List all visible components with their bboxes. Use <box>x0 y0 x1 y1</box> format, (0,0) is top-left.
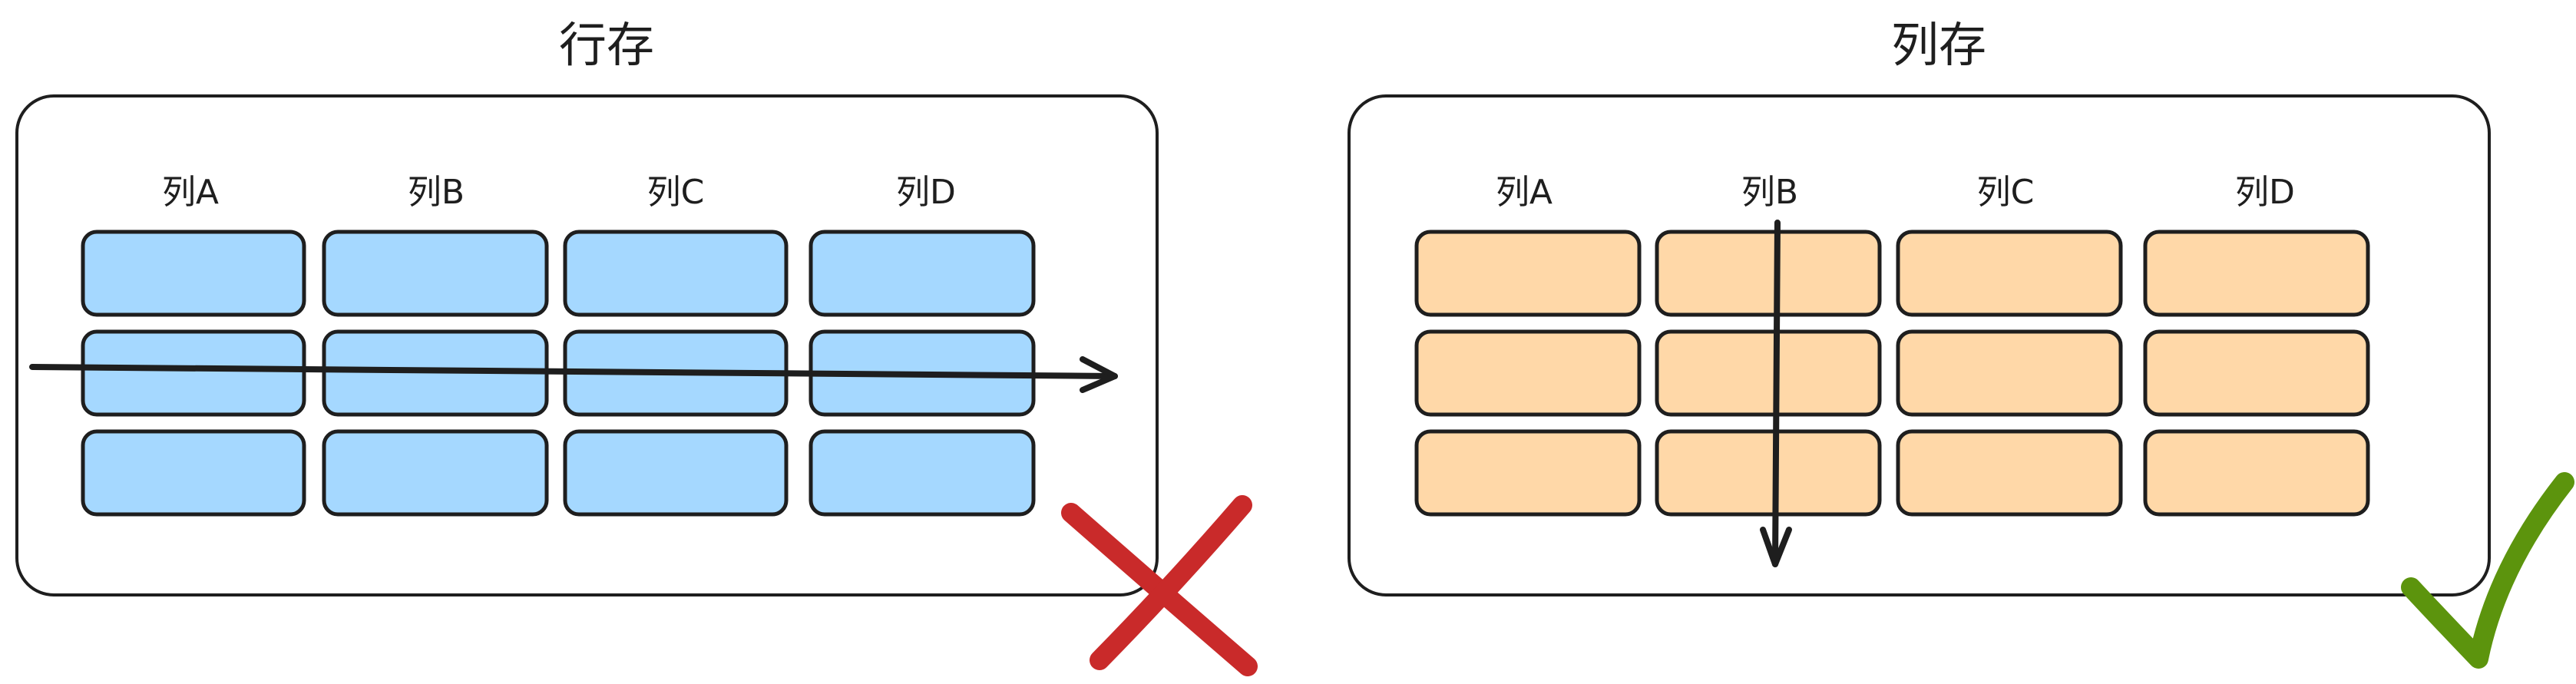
column-store-cell <box>1414 329 1642 417</box>
row-store-cell <box>809 429 1036 517</box>
column-store-header-a: 列A <box>1496 173 1553 212</box>
row-store-cell <box>322 230 549 317</box>
column-store-header-d: 列D <box>2235 173 2295 212</box>
row-store-header-d: 列D <box>896 173 956 212</box>
row-store-header-b: 列B <box>408 173 465 212</box>
column-store-title: 列存 <box>1891 17 1986 73</box>
column-scan-arrow <box>1760 220 1792 567</box>
column-store-cell <box>1414 429 1642 517</box>
column-store-header-c: 列C <box>1977 173 2035 212</box>
check-mark-icon <box>2401 472 2574 669</box>
cross-mark-icon <box>1061 495 1258 676</box>
column-store-cell <box>1655 429 1882 517</box>
row-store-header-a: 列A <box>162 173 219 212</box>
row-store-cell <box>563 230 789 317</box>
column-store-panel: 列存 列A 列B 列C 列D <box>1348 17 2574 669</box>
row-store-header-c: 列C <box>647 173 705 212</box>
column-store-cell <box>1655 230 1882 317</box>
column-store-header-b: 列B <box>1741 173 1798 212</box>
row-store-cell <box>809 230 1036 317</box>
column-store-cell <box>2143 429 2370 517</box>
column-store-cell <box>1896 429 2123 517</box>
row-store-cell <box>563 429 789 517</box>
column-store-grid <box>1414 230 2370 517</box>
row-store-cell <box>81 230 306 317</box>
column-store-cell <box>1655 329 1882 417</box>
column-store-cell <box>2143 329 2370 417</box>
row-store-cell <box>81 429 306 517</box>
row-store-title: 行存 <box>559 17 654 73</box>
row-scan-arrow <box>29 356 1118 393</box>
row-store-cell <box>322 429 549 517</box>
column-store-cell <box>1896 230 2123 317</box>
row-store-panel: 行存 列A 列B 列C 列D <box>15 17 1258 676</box>
column-store-cell <box>1896 329 2123 417</box>
column-store-cell <box>2143 230 2370 317</box>
row-store-cell <box>81 329 306 417</box>
column-store-cell <box>1414 230 1642 317</box>
